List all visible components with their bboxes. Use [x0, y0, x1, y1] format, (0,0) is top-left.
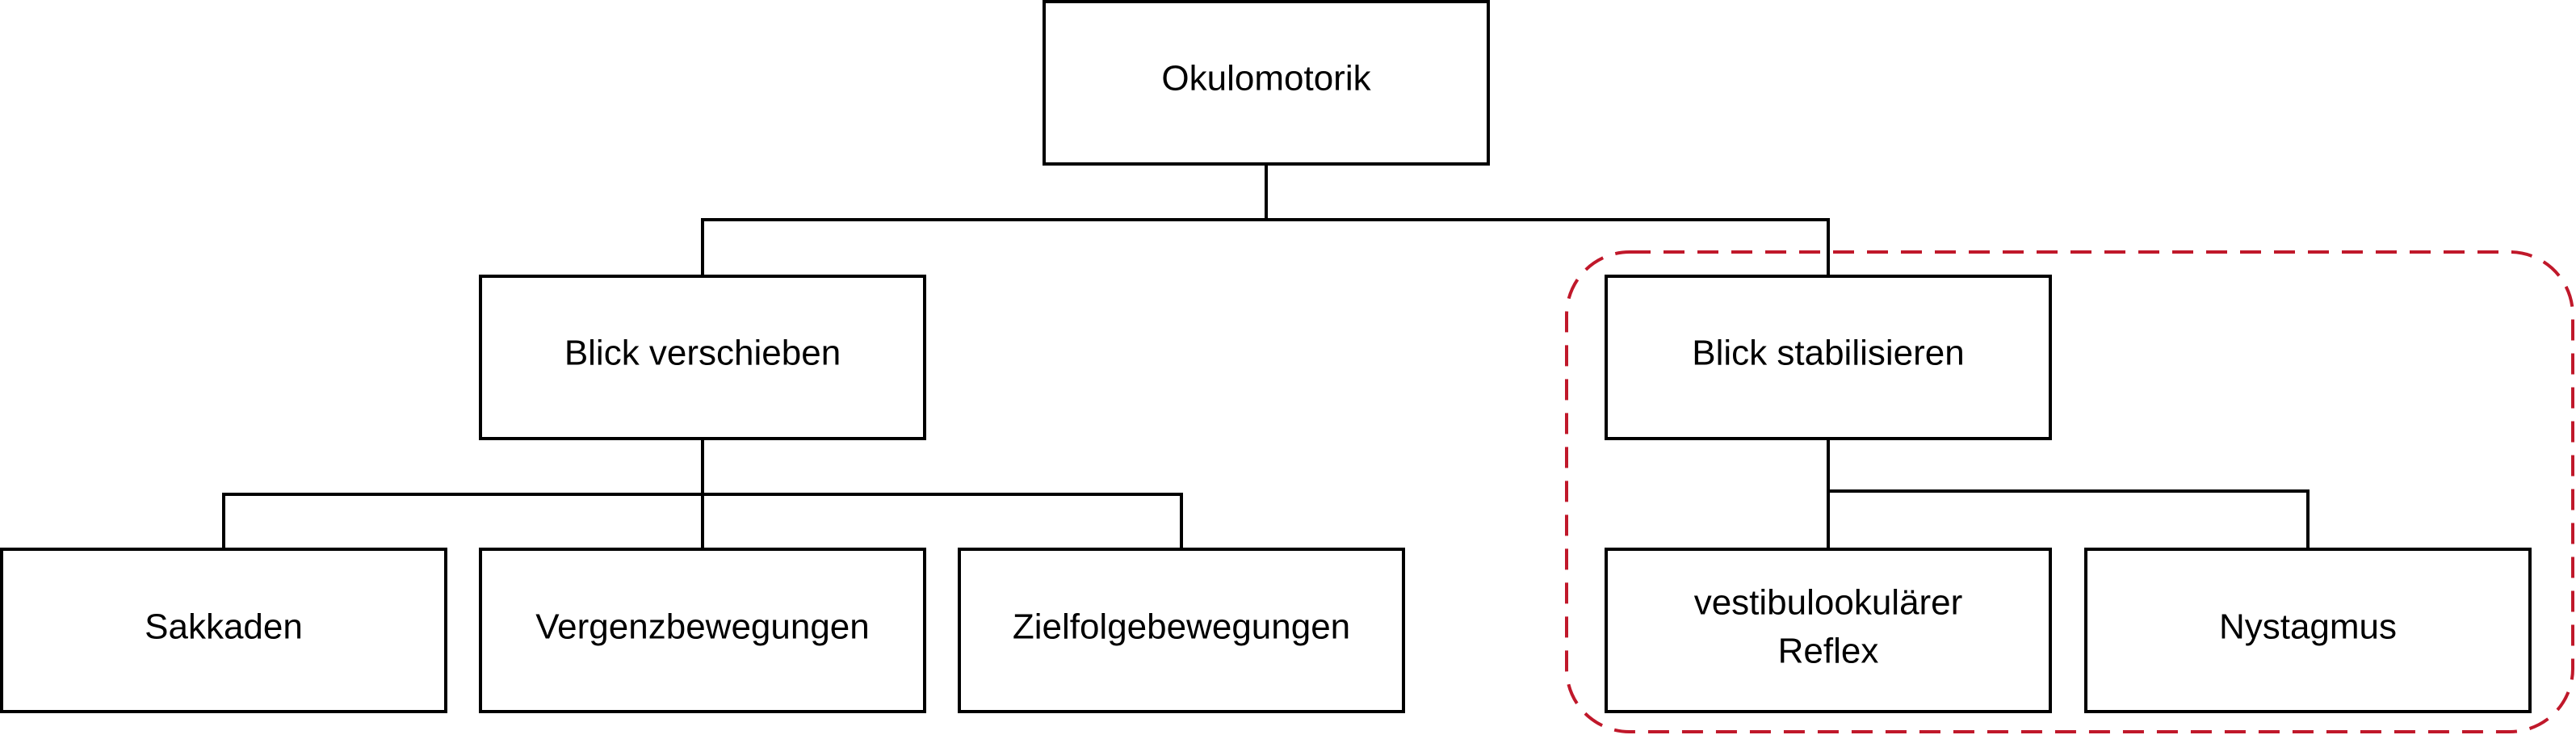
highlight-group-outline [1565, 250, 2574, 733]
node-sakkaden: Sakkaden [0, 548, 447, 713]
node-okulomotorik: Okulomotorik [1043, 0, 1490, 166]
node-nystagmus: Nystagmus [2084, 548, 2532, 713]
node-blick-verschieben: Blick verschieben [479, 275, 926, 440]
node-label-line1: vestibulookulärer [1694, 583, 1963, 623]
node-label-line2: Reflex [1778, 632, 1879, 671]
node-blick-stabilisieren: Blick stabilisieren [1605, 275, 2052, 440]
node-label: Vergenzbewegungen [535, 607, 869, 647]
node-label: Blick verschieben [564, 334, 841, 373]
node-zielfolgebewegungen: Zielfolgebewegungen [958, 548, 1405, 713]
connector-shift-children-bar [222, 493, 1183, 548]
connector-level1-bar [701, 218, 1830, 276]
connectors [222, 164, 2310, 548]
connector-stabilize-children-bar [1828, 489, 2310, 548]
node-label: Sakkaden [145, 607, 303, 647]
node-label: Blick stabilisieren [1692, 334, 1964, 373]
node-label: Nystagmus [2219, 607, 2397, 647]
node-label: Okulomotorik [1161, 59, 1371, 99]
node-label: Zielfolgebewegungen [1013, 607, 1350, 647]
node-vergenzbewegungen: Vergenzbewegungen [479, 548, 926, 713]
node-vestibulookulaerer-reflex: vestibulookulärer Reflex [1605, 548, 2052, 713]
